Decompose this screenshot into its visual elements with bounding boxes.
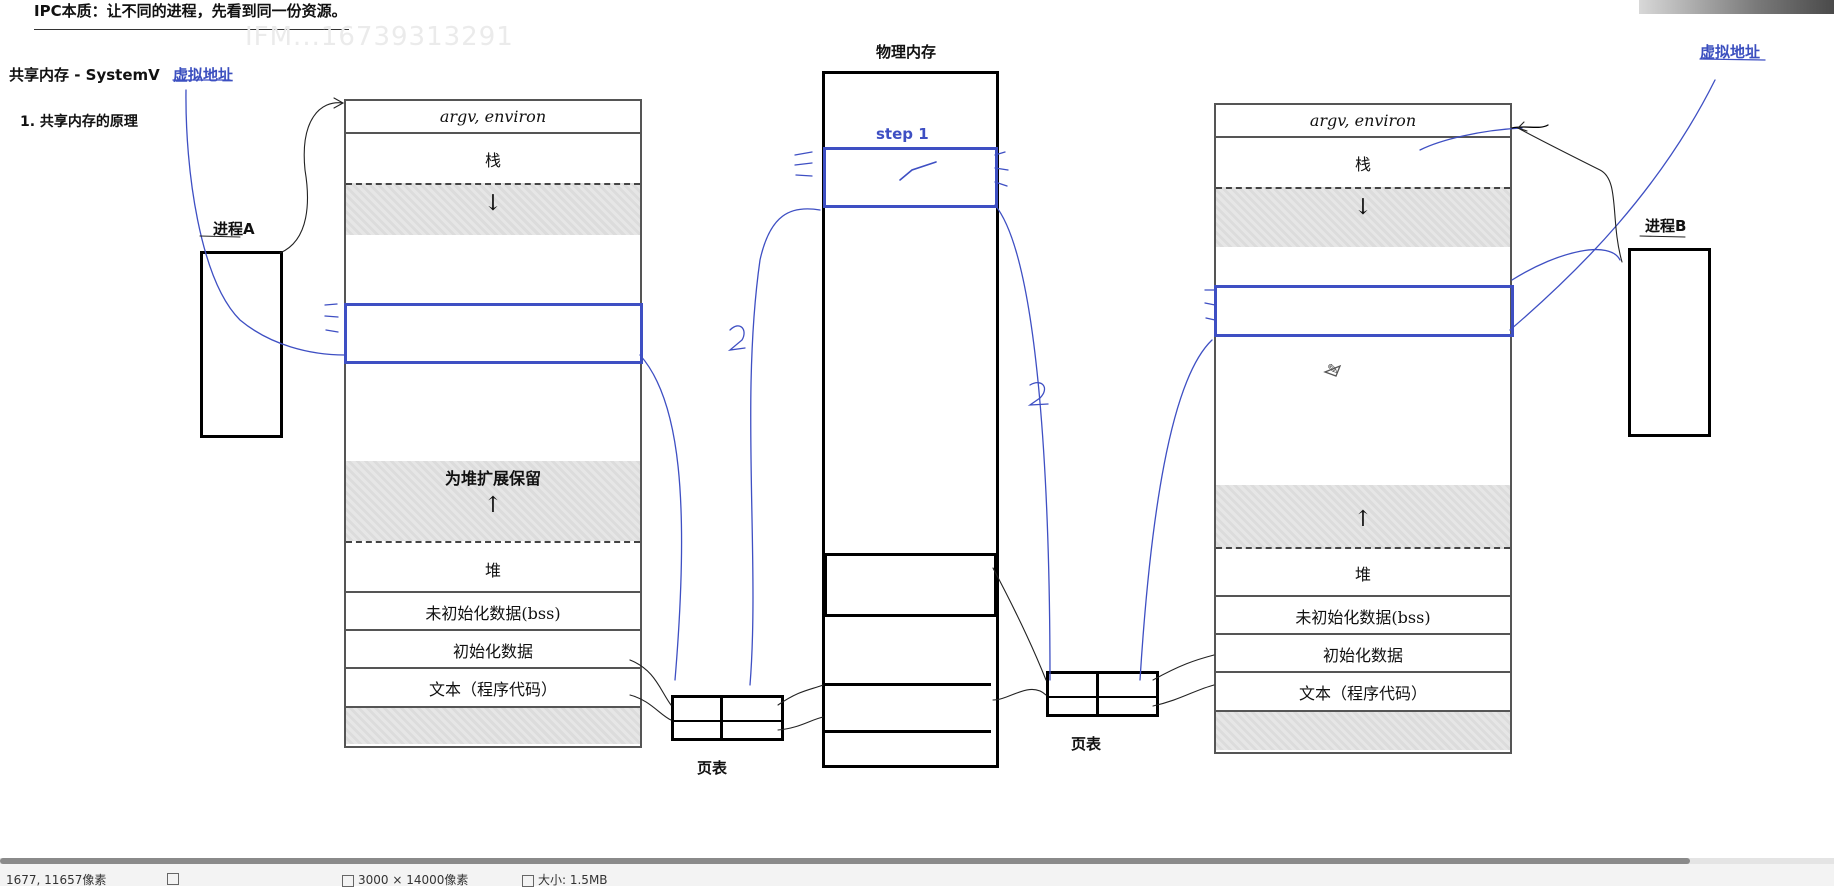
section-heading: 共享内存 - SystemV <box>9 66 160 84</box>
webcam-thumbnail <box>1639 0 1834 14</box>
physical-memory-label: 物理内存 <box>876 43 937 61</box>
step1-label: step 1 <box>876 125 929 143</box>
status-selection-icon <box>167 871 183 885</box>
text-label: 文本（程序代码） <box>1298 684 1427 703</box>
bss-label: 未初始化数据(bss) <box>1295 608 1431 627</box>
heap-label: 堆 <box>484 561 501 580</box>
process-b-shared-region <box>1214 285 1514 337</box>
title-underline <box>34 29 349 30</box>
process-b-label: 进程B <box>1645 217 1687 235</box>
heap-arrow: ↑ <box>483 493 503 518</box>
argv-environ-label: argv, environ <box>1309 111 1417 130</box>
physical-memory-box <box>822 71 999 768</box>
page-title: IPC本质：让不同的进程，先看到同一份资源。 <box>34 2 347 20</box>
subsection-heading: 1. 共享内存的原理 <box>20 114 138 130</box>
page-table-a <box>671 695 784 741</box>
heap-label: 堆 <box>1354 565 1371 584</box>
physical-page-block-1 <box>824 553 997 617</box>
page-table-a-label: 页表 <box>697 759 728 777</box>
heap-arrow: ↑ <box>1353 507 1373 532</box>
stack-arrow: ↓ <box>483 191 503 216</box>
status-dimensions: 3000 × 14000像素 <box>342 871 468 888</box>
stack-arrow: ↓ <box>1353 195 1373 220</box>
process-a-shared-region <box>344 303 643 364</box>
argv-environ-label: argv, environ <box>439 107 547 126</box>
process-a-label: 进程A <box>213 220 255 238</box>
virtual-address-label-right: 虚拟地址 <box>1700 43 1761 61</box>
text-label: 文本（程序代码） <box>428 680 557 699</box>
status-size: 大小: 1.5MB <box>522 871 608 888</box>
heap-reserve-label: 为堆扩展保留 <box>444 469 541 488</box>
horizontal-scrollbar-thumb[interactable] <box>0 858 1690 864</box>
status-coords: 1677, 11657像素 <box>6 873 107 887</box>
process-a-box <box>200 251 283 438</box>
watermark: IFM...16739313291 <box>245 22 514 52</box>
stack-label: 栈 <box>1354 155 1371 174</box>
status-size-text: 大小: 1.5MB <box>538 873 608 887</box>
page-table-b-label: 页表 <box>1071 735 1102 753</box>
data-label: 初始化数据 <box>452 642 533 661</box>
process-a-address-space: argv, environ 栈 ↓ 为堆扩展保留 ↑ 堆 未初始化数据(bss)… <box>344 99 642 748</box>
pencil-cursor-icon: ✎ <box>1327 362 1339 378</box>
status-dimensions-text: 3000 × 14000像素 <box>358 873 469 887</box>
bss-label: 未初始化数据(bss) <box>425 604 561 623</box>
stack-label: 栈 <box>484 151 501 170</box>
process-b-box <box>1628 248 1711 437</box>
physical-page-divider-1 <box>824 683 991 686</box>
physical-page-divider-2 <box>824 730 991 733</box>
data-label: 初始化数据 <box>1322 646 1403 665</box>
shared-memory-block <box>823 147 998 208</box>
process-b-address-space: argv, environ 栈 ↓ ↑ 堆 未初始化数据(bss) 初始化数据 … <box>1214 103 1512 754</box>
